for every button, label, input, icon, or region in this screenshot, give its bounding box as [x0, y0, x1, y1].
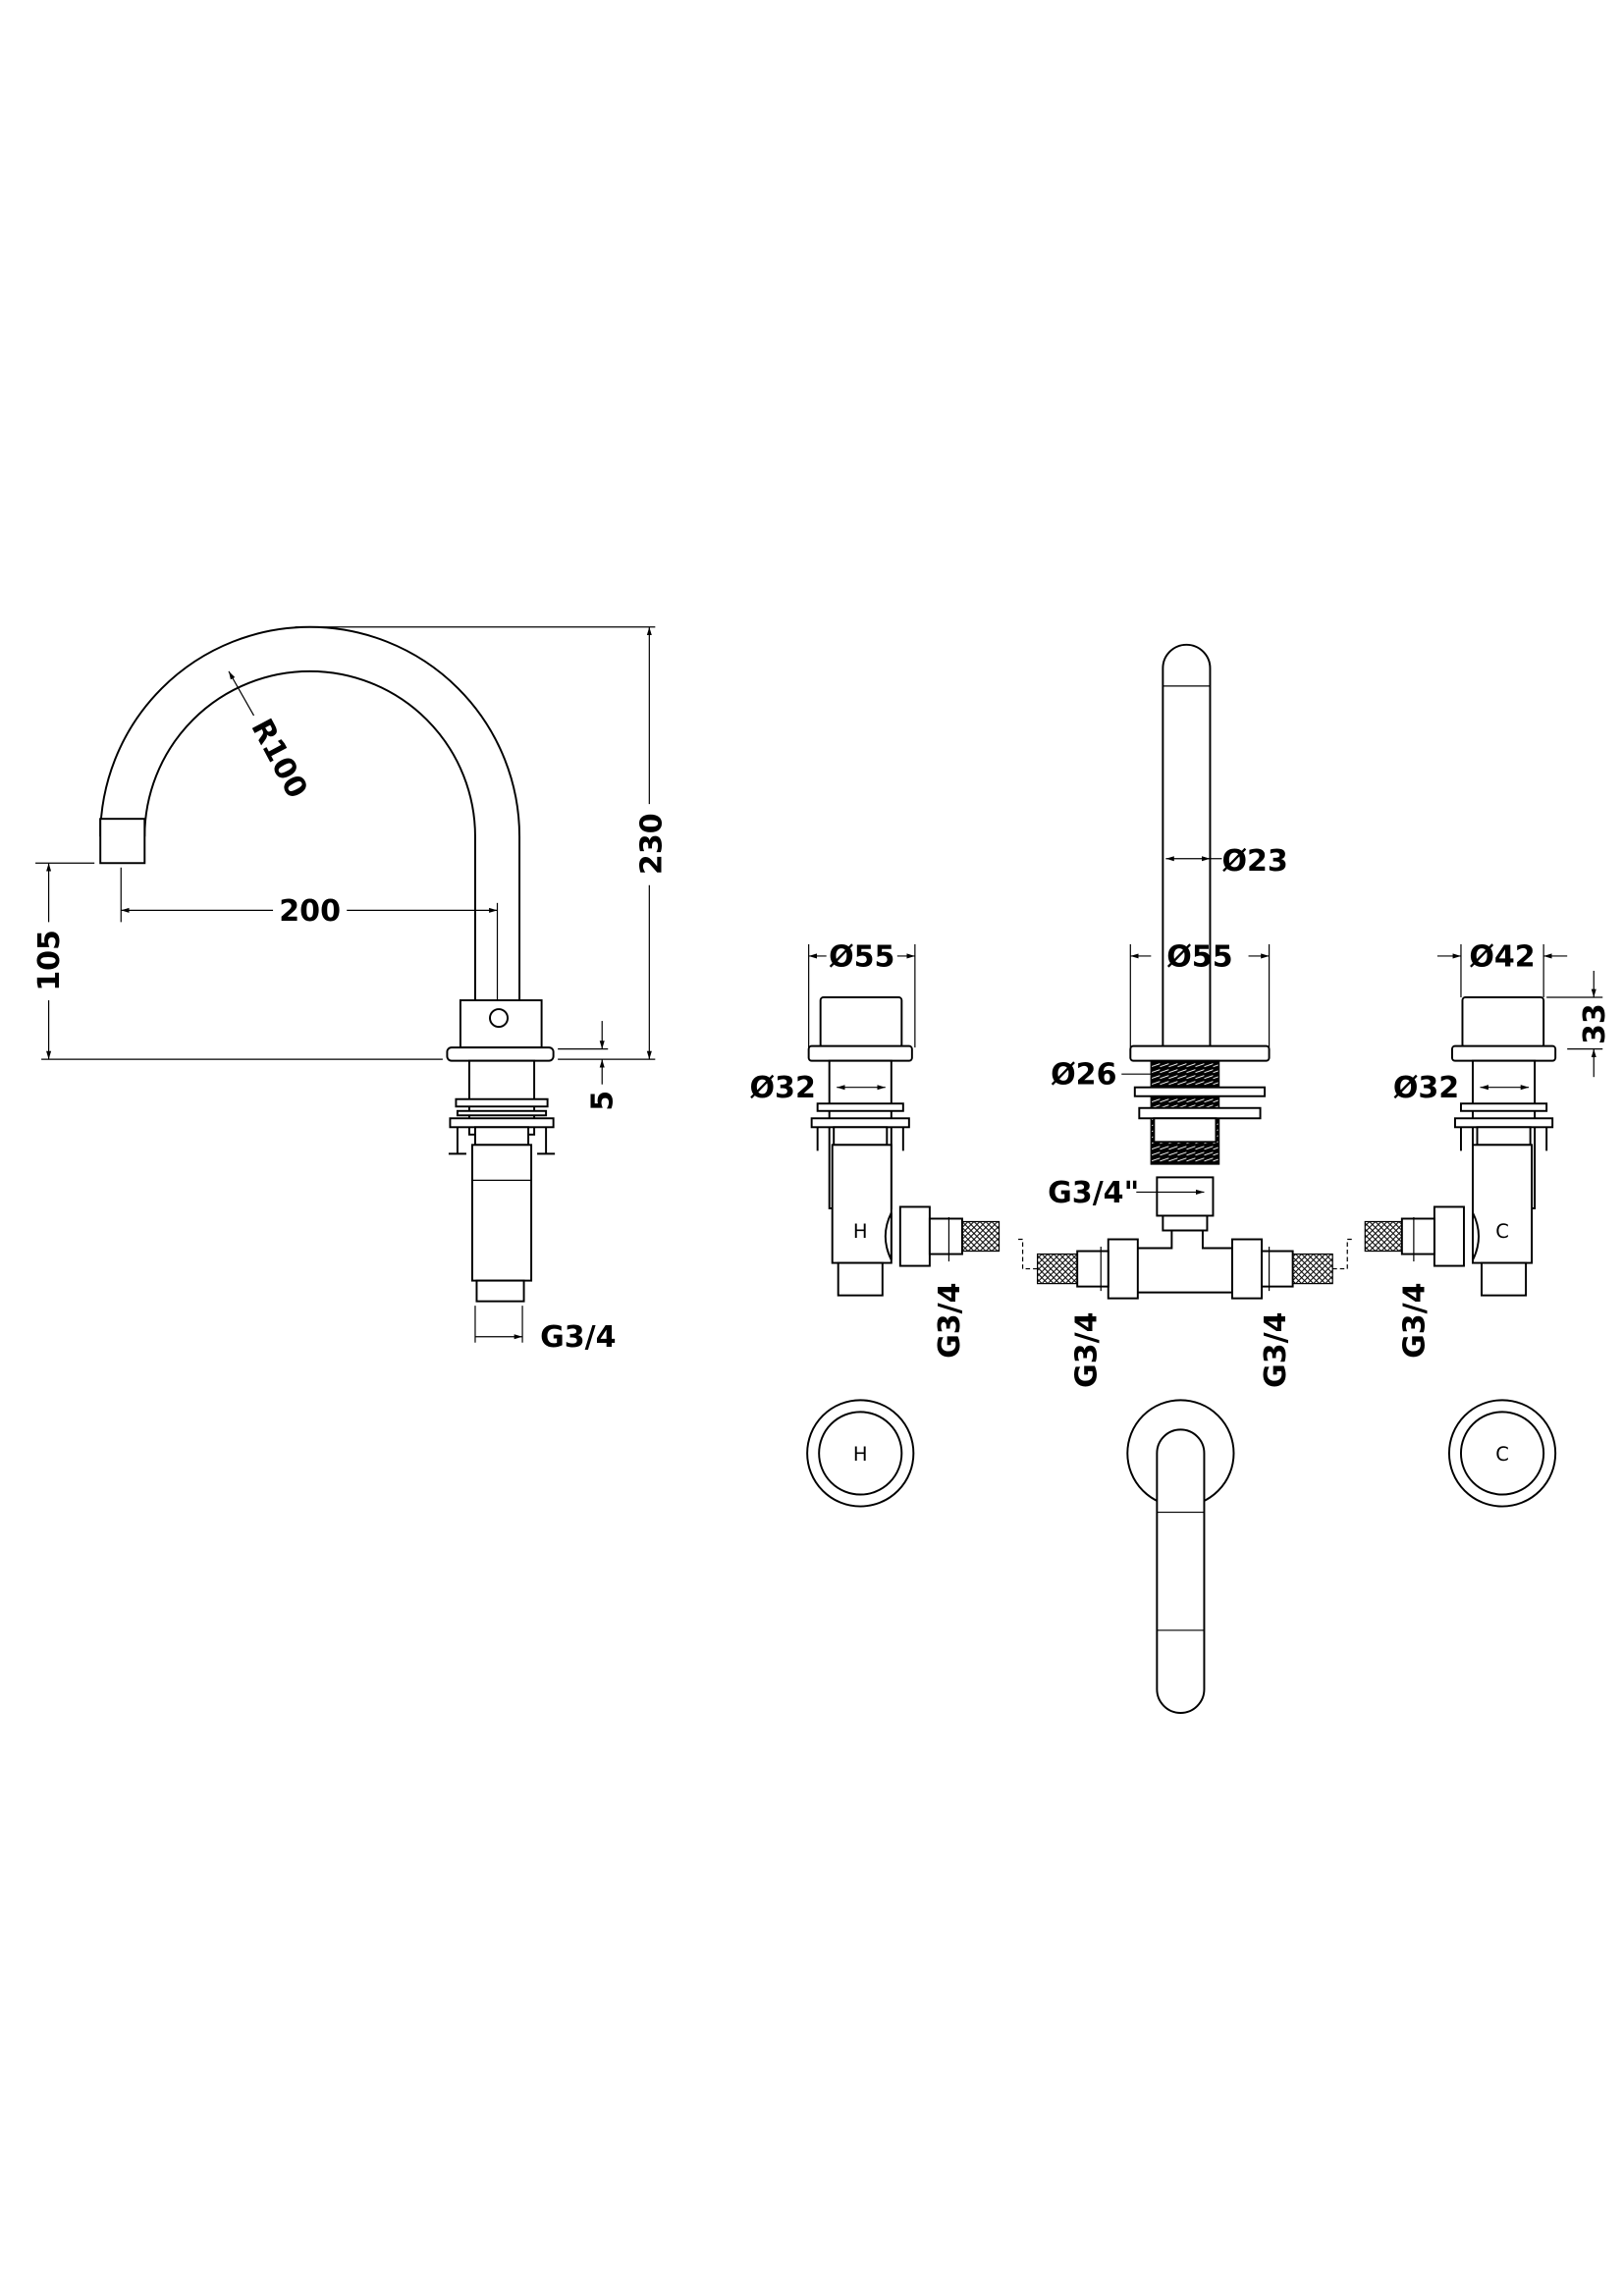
- spout-outlet: [99, 818, 146, 865]
- olive: [1400, 1217, 1435, 1255]
- dim-200-label: 200: [279, 894, 341, 929]
- dim-g34-label: G3/4: [540, 1320, 616, 1355]
- cold-handle: [1461, 996, 1545, 1049]
- inlet-thread: [475, 1279, 525, 1303]
- braided-hose: [961, 1220, 1001, 1253]
- elbow: [1472, 1212, 1480, 1260]
- braided-hose: [1364, 1220, 1403, 1253]
- tee-olive-left: [1076, 1250, 1109, 1288]
- grub-screw: [489, 1008, 510, 1029]
- dim-hot-o55-label: Ø55: [829, 939, 894, 974]
- backnut: [833, 1126, 889, 1147]
- backnut-plate: [810, 1117, 910, 1129]
- connector-collar: [1162, 1214, 1209, 1232]
- plan-view: H C: [806, 1399, 1557, 1714]
- hot-outlet: [837, 1261, 884, 1297]
- plan-hot-label: H: [853, 1443, 868, 1466]
- plan-cold-label: C: [1495, 1443, 1509, 1466]
- tee-nut-left: [1107, 1238, 1139, 1300]
- spout-plan: [1156, 1428, 1206, 1714]
- hose-connection-dashed: [1332, 1238, 1354, 1270]
- tee-piece: [1135, 1229, 1233, 1294]
- tee-olive-right: [1261, 1250, 1294, 1288]
- washer: [455, 1097, 549, 1108]
- cold-valve: Ø42 33 Ø32 C: [1364, 939, 1612, 1297]
- dim-230-label: 230: [634, 813, 669, 875]
- side-view: 230 105 200 R100 5 G3/4: [32, 625, 669, 1355]
- hot-handle-plan-outer: [806, 1399, 915, 1508]
- backnut: [1476, 1126, 1532, 1147]
- elbow-nut: [1433, 1205, 1465, 1267]
- hot-tube: [831, 1144, 893, 1264]
- washer: [1459, 1102, 1548, 1112]
- dim-cold-o42-label: Ø42: [1469, 939, 1535, 974]
- dim-g34-cold-label: G3/4: [1397, 1282, 1432, 1358]
- front-view: Ø23 Ø55 Ø26 G3/4" Ø55 Ø32 H: [750, 643, 1612, 1388]
- base-flange: [446, 1046, 555, 1062]
- dim-o26-label: Ø26: [1051, 1058, 1116, 1093]
- dim-105-label: 105: [32, 930, 67, 991]
- tee-nut-right: [1231, 1238, 1264, 1300]
- hot-handle: [819, 996, 903, 1049]
- dim-hot-o32-label: Ø32: [750, 1071, 816, 1105]
- cold-body-label: C: [1495, 1220, 1509, 1243]
- backnut: [473, 1126, 530, 1147]
- spout-outer: [99, 625, 521, 1001]
- dim-r100-leader: [228, 670, 255, 717]
- cold-flange: [1450, 1044, 1557, 1062]
- hot-flange: [807, 1044, 913, 1062]
- cold-tube: [1472, 1144, 1534, 1264]
- washer: [1138, 1106, 1262, 1120]
- spout-rod: [1162, 643, 1212, 1060]
- elbow-nut: [898, 1205, 931, 1267]
- braided-hose: [1292, 1253, 1333, 1285]
- braided-hose: [1037, 1253, 1078, 1285]
- dim-r100-label: R100: [243, 714, 313, 804]
- washer: [816, 1102, 904, 1112]
- dim-cold-o32-label: Ø32: [1393, 1071, 1459, 1105]
- fixing-bolts: [1459, 1127, 1548, 1151]
- washer: [456, 1109, 548, 1117]
- cold-outlet: [1481, 1261, 1528, 1297]
- washer: [1133, 1086, 1267, 1097]
- fixing-bolts: [448, 1127, 556, 1155]
- connector-nut: [1156, 1176, 1215, 1217]
- hose-connection-dashed: [1016, 1238, 1038, 1270]
- dim-g34-tee-left-label: G3/4: [1070, 1312, 1105, 1388]
- spout-flange: [1129, 1044, 1271, 1062]
- fixing-bolts: [816, 1127, 904, 1151]
- backnut: [1153, 1117, 1217, 1144]
- cold-handle-plan-inner: [1459, 1411, 1545, 1496]
- backnut-plate: [1453, 1117, 1554, 1129]
- cold-handle-plan-outer: [1447, 1399, 1557, 1508]
- dim-o23-label: Ø23: [1221, 844, 1287, 879]
- tap-body: [459, 999, 543, 1049]
- hot-body-label: H: [853, 1220, 868, 1243]
- dim-g34-hot-label: G3/4: [933, 1282, 967, 1358]
- dim-5-label: 5: [586, 1091, 621, 1111]
- dim-g34-tee-right-label: G3/4: [1259, 1312, 1293, 1388]
- dim-spout-g34-label: G3/4": [1048, 1176, 1139, 1210]
- olive: [928, 1217, 963, 1255]
- backnut-plate: [449, 1117, 555, 1129]
- inlet-tube: [470, 1144, 533, 1282]
- hot-valve: Ø55 Ø32 H: [750, 939, 1001, 1297]
- dim-33-label: 33: [1578, 1003, 1612, 1044]
- spout-inner: [143, 669, 476, 1001]
- hot-handle-plan-inner: [818, 1411, 903, 1496]
- dim-spout-o55-label: Ø55: [1166, 939, 1232, 974]
- elbow: [884, 1212, 893, 1260]
